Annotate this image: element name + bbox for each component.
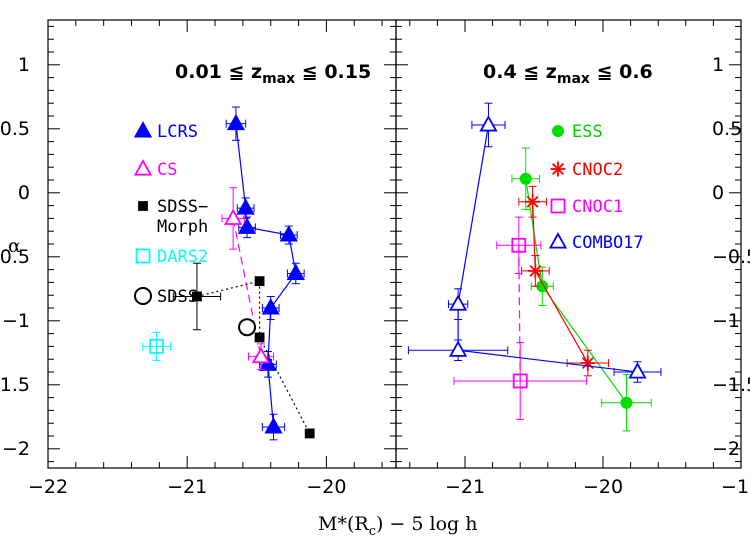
series-left-4	[238, 318, 257, 337]
y-tick-label-right: −0.5	[712, 246, 750, 268]
series-left-1	[221, 187, 275, 370]
plot-frame-left	[47, 19, 397, 469]
data-point	[224, 208, 243, 225]
error-bar	[453, 342, 587, 420]
series-right-2	[453, 216, 587, 420]
legend-marker	[133, 121, 153, 138]
y-tick-label-right: −1.5	[712, 374, 750, 396]
legend-marker	[135, 248, 151, 264]
legend-entry: DARS2	[135, 247, 208, 267]
data-point	[254, 332, 265, 343]
x-tick-label-left: −20	[306, 476, 346, 498]
error-bar	[142, 331, 171, 361]
legend-entry: LCRS	[133, 121, 198, 142]
data-point	[264, 417, 283, 434]
data-point	[254, 276, 265, 287]
data-point	[261, 298, 280, 315]
y-tick-label-right: 0.5	[712, 118, 742, 140]
panel-title-right: 0.4 ≦ zmax ≦ 0.6	[483, 61, 653, 87]
data-point	[236, 198, 255, 215]
legend-entry: CNOC1	[550, 197, 623, 217]
data-point	[628, 362, 647, 379]
data-point	[620, 396, 633, 409]
data-point	[511, 237, 527, 253]
legend-marker	[133, 159, 153, 176]
series-left-2	[172, 262, 315, 439]
y-tick-label-left: 0.5	[0, 118, 30, 140]
x-axis-label: M*(Rc) − 5 log h	[318, 513, 477, 539]
series-left-0	[225, 106, 305, 441]
legend-entry: SDSS−Morph	[138, 197, 208, 237]
series-left-3	[142, 331, 171, 361]
data-point	[251, 346, 271, 364]
legend-entry: CNOC2	[550, 160, 623, 180]
data-point	[527, 263, 543, 279]
y-axis-label: α	[8, 235, 21, 257]
y-tick-label-left: −2	[2, 438, 30, 460]
y-tick-label-right: −1	[712, 310, 740, 332]
y-tick-label-left: 1	[18, 54, 30, 76]
y-tick-label-right: 1	[712, 54, 724, 76]
x-tick-label-left: −21	[167, 476, 207, 498]
legend-label: COMBO17	[572, 233, 644, 253]
series-right-1	[518, 185, 610, 377]
legend-label: Morph	[157, 217, 208, 237]
legend-label: CNOC1	[572, 197, 623, 217]
legend-marker	[138, 201, 148, 211]
legend-label: ESS	[572, 122, 603, 142]
y-tick-label-right: 0	[712, 182, 724, 204]
panel-title-left: 0.01 ≦ zmax ≦ 0.15	[175, 61, 371, 87]
data-point	[304, 428, 315, 439]
legend-label: CS	[157, 160, 177, 180]
legend-label: LCRS	[157, 122, 198, 142]
legend-entry: CS	[133, 159, 177, 180]
x-tick-label-left: −22	[28, 476, 68, 498]
y-tick-label-left: −1	[2, 310, 30, 332]
legend-label: SDSS−	[157, 197, 208, 217]
panel-titles: 0.01 ≦ zmax ≦ 0.15 0.4 ≦ zmax ≦ 0.6	[175, 61, 653, 87]
data-point	[237, 217, 257, 234]
axis-ticks: −22−21−2010.50−0.5−1−1.5−2−21−20−1910.50…	[0, 20, 750, 498]
data-point	[479, 115, 498, 132]
y-tick-label-right: −2	[712, 438, 740, 460]
y-tick-label-left: 0	[18, 182, 30, 204]
legend-marker	[550, 161, 566, 177]
series-line	[518, 245, 521, 381]
data-point	[519, 172, 532, 185]
legend-label: CNOC2	[572, 160, 623, 180]
data-point	[580, 355, 596, 371]
x-tick-label-right: −19	[721, 476, 750, 498]
data-point	[279, 225, 298, 242]
plot-frame-right	[395, 19, 742, 469]
series-right-3	[407, 102, 662, 383]
legend-marker	[550, 198, 566, 214]
x-tick-label-right: −20	[583, 476, 623, 498]
legend-label: SDSS	[157, 287, 198, 307]
data-point	[525, 194, 541, 210]
legend-label: DARS2	[157, 247, 208, 267]
data-point	[512, 373, 528, 389]
data-point	[238, 318, 257, 337]
data-point	[448, 294, 468, 311]
y-tick-label-left: −1.5	[0, 374, 30, 396]
series-line	[196, 280, 311, 434]
error-bar	[496, 216, 542, 274]
data-point	[286, 263, 305, 280]
legend-marker	[552, 125, 564, 137]
legend-marker	[134, 287, 152, 305]
legend-marker	[548, 232, 568, 249]
legend-entry: ESS	[552, 122, 603, 142]
data-point	[149, 338, 164, 354]
data-point	[448, 340, 468, 357]
data-point	[226, 113, 246, 131]
data-point	[192, 291, 202, 302]
series-line	[457, 124, 638, 373]
y-tick-label-left: −0.5	[0, 246, 30, 268]
legend-entry: COMBO17	[548, 232, 644, 253]
x-tick-label-right: −21	[445, 476, 485, 498]
legend-entry: SDSS	[134, 287, 198, 307]
series-layer	[142, 102, 662, 441]
